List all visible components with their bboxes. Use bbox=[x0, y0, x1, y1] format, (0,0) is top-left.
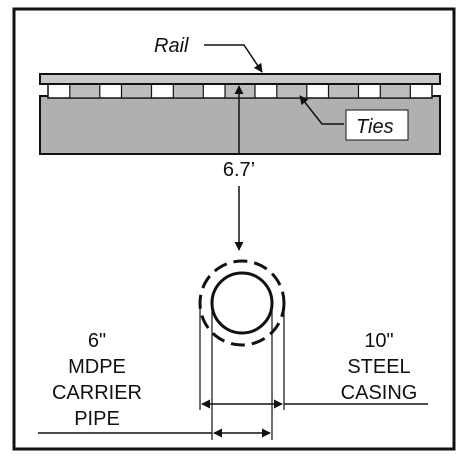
tie bbox=[276, 83, 308, 99]
casing-label-size: 10" bbox=[364, 330, 393, 352]
tie bbox=[120, 83, 153, 99]
rail-leader bbox=[204, 44, 263, 73]
rail bbox=[39, 73, 441, 85]
carrier-label-kind: PIPE bbox=[74, 408, 120, 430]
carrier-label-material: MDPE bbox=[68, 356, 126, 378]
carrier-pipe bbox=[210, 271, 274, 335]
depth-label-bg bbox=[208, 156, 270, 180]
casing-label-type: CASING bbox=[341, 382, 418, 404]
tie bbox=[327, 83, 360, 99]
carrier-label-size: 6" bbox=[88, 330, 106, 352]
ties-label: Ties bbox=[356, 116, 394, 138]
ties-leader bbox=[299, 95, 344, 125]
depth-label: 6.7’ bbox=[223, 159, 255, 181]
rail-label: Rail bbox=[154, 35, 189, 57]
carrier-label-type: CARRIER bbox=[52, 382, 142, 404]
casing-label-material: STEEL bbox=[347, 356, 410, 378]
tie bbox=[69, 83, 101, 99]
tie bbox=[379, 83, 411, 99]
tie bbox=[172, 83, 204, 99]
tie bbox=[224, 83, 256, 99]
drawing-frame bbox=[12, 7, 456, 451]
ties-label-box bbox=[345, 109, 409, 141]
